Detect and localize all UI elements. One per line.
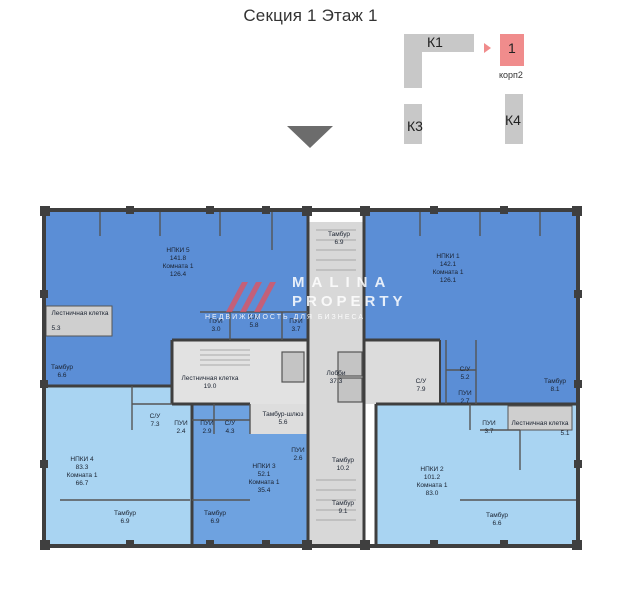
- room-npki1-shape[interactable]: [364, 212, 576, 340]
- room-stair-right[interactable]: Лестничная клетка: [511, 420, 569, 427]
- room-npki4-shape[interactable]: [46, 386, 192, 544]
- building-current-sublabel: корп2: [499, 70, 523, 80]
- building-current[interactable]: [500, 34, 524, 66]
- watermark-line3: НЕДВИЖИМОСТЬ ДЛЯ БИЗНЕСА: [205, 314, 366, 321]
- room-stair-right-area: 5.1: [560, 430, 570, 437]
- building-k1-label: К1: [427, 34, 443, 50]
- building-k4-label: К4: [505, 112, 521, 128]
- current-building-pointer-icon: [484, 43, 491, 53]
- building-k4[interactable]: [505, 94, 523, 144]
- entrance-direction-arrow-icon: [287, 126, 333, 148]
- building-k3-label: К3: [407, 118, 423, 134]
- building-k1-side[interactable]: [404, 34, 422, 88]
- watermark-line1: MALINA: [292, 274, 393, 291]
- room-stair-left-area: 5.3: [51, 325, 61, 332]
- building-current-label: 1: [508, 40, 516, 56]
- building-k3[interactable]: [404, 104, 422, 144]
- watermark-line2: PROPERTY: [292, 293, 407, 310]
- watermark-logo-icon: [226, 282, 276, 312]
- room-stair-left[interactable]: Лестничная клетка: [51, 310, 109, 317]
- floor-title: Секция 1 Этаж 1: [243, 6, 378, 25]
